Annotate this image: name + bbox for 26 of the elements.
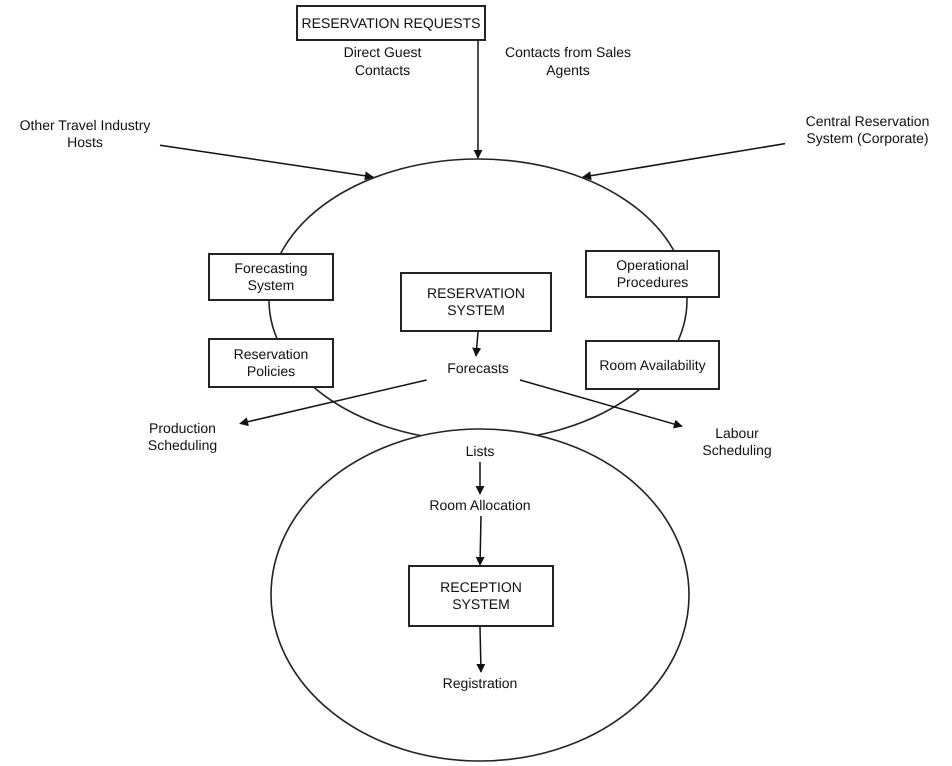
text-label: Forecasts (418, 356, 538, 380)
text-label: Production Scheduling (125, 415, 240, 459)
process-box: RESERVATION REQUESTS (296, 5, 486, 41)
text-label: Contacts from Sales Agents (504, 44, 632, 79)
text-label: Labour Scheduling (682, 420, 792, 464)
process-box: Room Availability (585, 340, 720, 390)
text-label: Registration (415, 672, 545, 694)
process-box: Operational Procedures (585, 250, 720, 298)
process-box: Forecasting System (208, 253, 334, 301)
text-label: Lists (440, 440, 520, 462)
process-box: RECEPTION SYSTEM (408, 565, 554, 627)
arrow (520, 379, 683, 428)
arrow (474, 41, 482, 159)
text-label: Direct Guest Contacts (342, 44, 422, 79)
arrow (472, 332, 482, 357)
arrow (160, 144, 374, 180)
text-label: Central Reservation System (Corporate) (785, 108, 950, 152)
text-label: Room Allocation (405, 494, 555, 516)
arrow (476, 516, 485, 566)
arrow (582, 142, 786, 180)
arrow (239, 379, 427, 426)
arrow (476, 462, 484, 495)
process-box: Reservation Policies (208, 338, 334, 388)
arrow (476, 626, 486, 673)
text-label: Other Travel Industry Hosts (10, 112, 160, 156)
process-box: RESERVATION SYSTEM (400, 272, 552, 332)
